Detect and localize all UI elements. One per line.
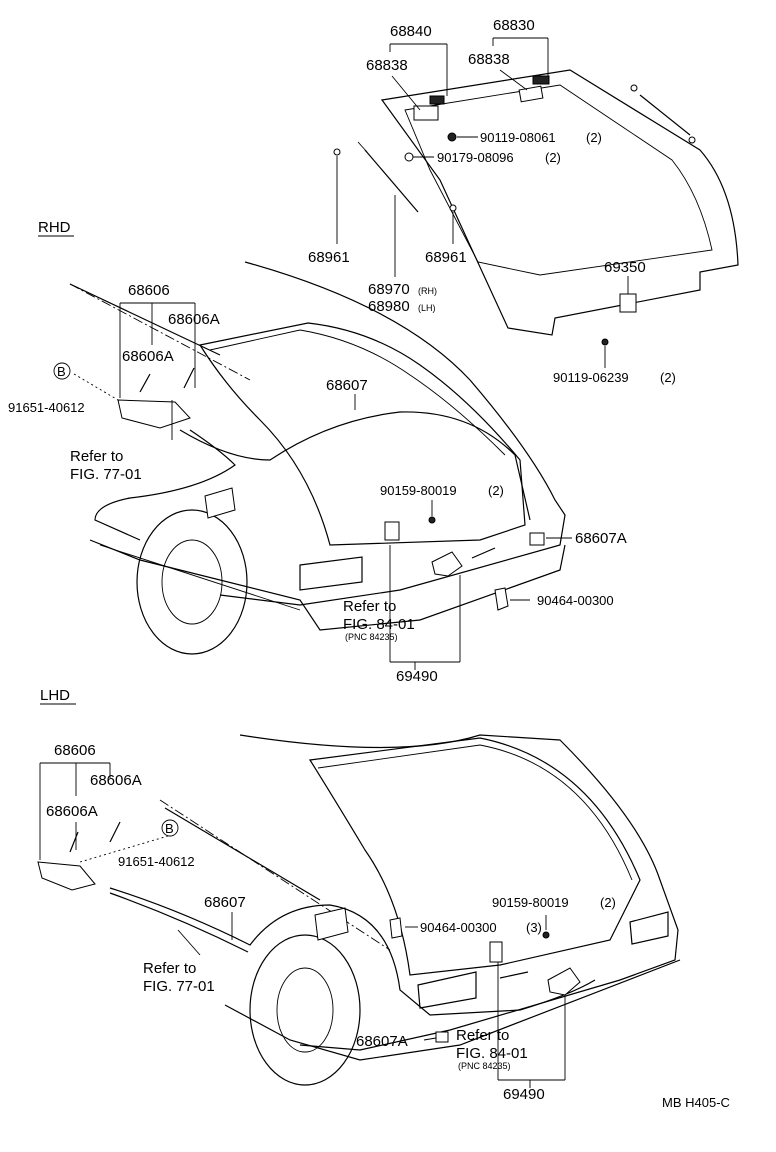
label-68980-side: (LH)	[418, 303, 436, 313]
ref-84-01-lhd-pnc: (PNC 84235)	[458, 1061, 511, 1071]
bolt-90119-08061	[447, 132, 457, 142]
ball-stud-68961-a	[333, 148, 341, 156]
b-marker-rhd	[53, 362, 71, 380]
lhd-leaders	[39, 762, 566, 1088]
label-68606-lhd: 68606	[54, 742, 96, 759]
hinge-plate-left	[413, 105, 439, 121]
lhd-car-drawing	[37, 734, 681, 1086]
label-90119-08061-qty: (2)	[586, 130, 602, 145]
hinge-plate-right	[518, 85, 544, 103]
label-90159-80019-lhd-qty: (2)	[600, 895, 616, 910]
lhd-fuel-door	[314, 907, 349, 941]
label-69490-lhd: 69490	[503, 1086, 545, 1103]
ref-77-01-lhd-line1: Refer to	[143, 960, 196, 977]
b-marker-rhd-text: B	[57, 364, 66, 379]
footer-code: MB H405-C	[662, 1095, 730, 1110]
label-68840: 68840	[390, 23, 432, 40]
label-68838-b: 68838	[468, 51, 510, 68]
label-68607A-lhd: 68607A	[356, 1033, 408, 1050]
label-90159-80019-rhd-qty: (2)	[488, 483, 504, 498]
label-90119-06239-qty: (2)	[660, 370, 676, 385]
rhd-clamp-68607A	[529, 532, 545, 546]
label-68607A-rhd: 68607A	[575, 530, 627, 547]
label-68606-rhd: 68606	[128, 282, 170, 299]
rhd-lock-cylinder	[384, 521, 400, 541]
label-68961-a: 68961	[308, 249, 350, 266]
section-label-lhd: LHD	[40, 687, 70, 704]
label-90159-80019-lhd: 90159-80019	[492, 895, 569, 910]
lhd-lock-cylinder	[489, 941, 503, 963]
section-label-rhd: RHD	[38, 219, 71, 236]
lhd-rear-wheel	[249, 934, 361, 1086]
label-68980: 68980	[368, 298, 410, 315]
rhd-car-drawing	[69, 261, 566, 655]
rhd-rear-lamp	[299, 556, 363, 591]
lhd-rear-lamp-right	[629, 911, 669, 945]
ref-84-01-rhd-line2: FIG. 84-01	[343, 616, 415, 633]
label-90119-06239: 90119-06239	[553, 370, 629, 385]
ref-84-01-lhd-line2: FIG. 84-01	[456, 1045, 528, 1062]
lhd-cable-68607	[109, 887, 596, 1016]
rhd-clip-90464	[494, 587, 509, 611]
label-90464-00300-lhd-qty: (3)	[526, 920, 542, 935]
rhd-opener-lever-68606	[117, 399, 191, 429]
label-90179-08096-qty: (2)	[545, 150, 561, 165]
hinge-left	[429, 95, 445, 105]
rhd-leaders	[73, 302, 572, 670]
top-leaders	[336, 37, 629, 368]
label-91651-40612-lhd: 91651-40612	[118, 854, 195, 869]
label-68606A-rhd-a: 68606A	[168, 311, 220, 328]
b-marker-lhd-text: B	[165, 821, 174, 836]
label-91651-40612-rhd: 91651-40612	[8, 400, 85, 415]
label-90464-00300-rhd: 90464-00300	[537, 593, 614, 608]
lock-striker-69350	[619, 293, 637, 313]
lhd-clip-90464	[389, 917, 403, 939]
rhd-cable-68607	[179, 411, 531, 521]
ref-84-01-lhd-line1: Refer to	[456, 1027, 509, 1044]
label-68606A-lhd-b: 68606A	[46, 803, 98, 820]
label-90179-08096: 90179-08096	[437, 150, 514, 165]
ref-77-01-rhd-line2: FIG. 77-01	[70, 466, 142, 483]
nut-90179-08096	[404, 152, 414, 162]
ref-84-01-rhd-line1: Refer to	[343, 598, 396, 615]
ref-77-01-rhd-line1: Refer to	[70, 448, 123, 465]
back-door-drawing	[333, 69, 739, 346]
lhd-rear-lamp-left	[417, 971, 477, 1009]
bolt-90119-06239	[601, 338, 609, 346]
back-door-stay-right	[639, 94, 691, 136]
label-69490-rhd: 69490	[396, 668, 438, 685]
label-68961-b: 68961	[425, 249, 467, 266]
ball-stud-68961-b	[449, 204, 457, 212]
lhd-lock-69490	[547, 967, 581, 996]
ref-77-01-lhd-line2: FIG. 77-01	[143, 978, 215, 995]
label-90159-80019-rhd: 90159-80019	[380, 483, 457, 498]
label-69350: 69350	[604, 259, 646, 276]
rhd-fuel-door	[204, 487, 236, 519]
label-68607-rhd: 68607	[326, 377, 368, 394]
label-68970-side: (RH)	[418, 286, 437, 296]
lhd-clamp-68607A	[435, 1031, 449, 1043]
rhd-rear-wheel	[136, 509, 248, 655]
ref-84-01-rhd-pnc: (PNC 84235)	[345, 632, 398, 642]
label-68606A-lhd-a: 68606A	[90, 772, 142, 789]
rhd-lock-69490	[431, 551, 463, 577]
label-68838-a: 68838	[366, 57, 408, 74]
label-68607-lhd: 68607	[204, 894, 246, 911]
label-68970: 68970	[368, 281, 410, 298]
label-90119-08061: 90119-08061	[480, 130, 556, 145]
label-90464-00300-lhd: 90464-00300	[420, 920, 497, 935]
b-marker-lhd	[161, 819, 179, 837]
lhd-opener-lever-68606	[37, 861, 96, 891]
label-68830: 68830	[493, 17, 535, 34]
back-door-stay-left	[364, 149, 419, 213]
label-68606A-rhd-b: 68606A	[122, 348, 174, 365]
hinge-right	[532, 75, 550, 85]
